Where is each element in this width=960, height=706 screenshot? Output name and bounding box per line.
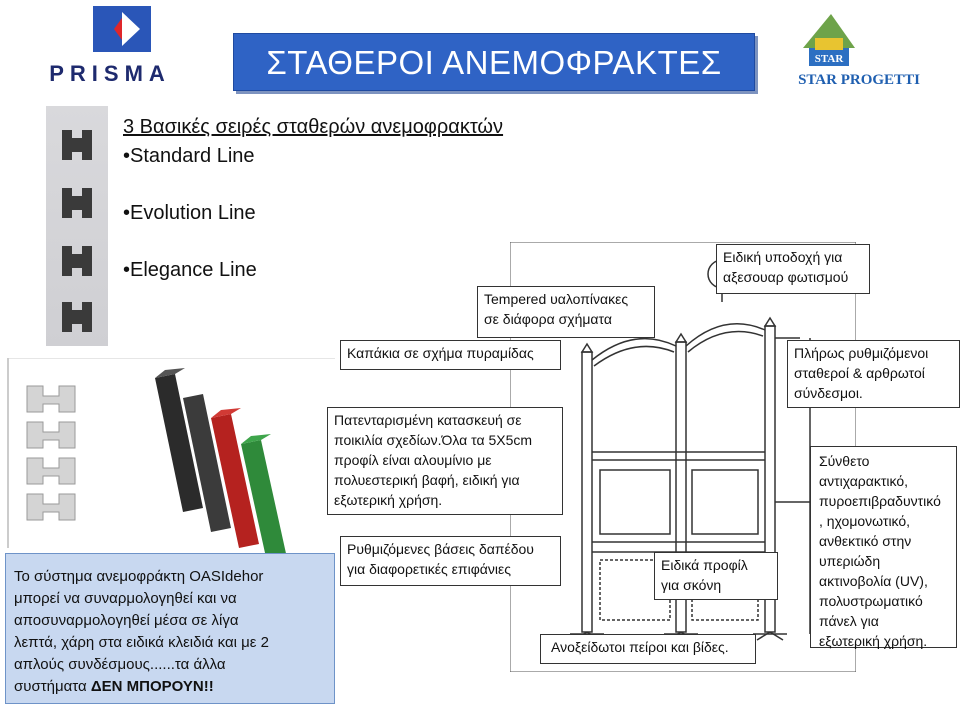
callout-adjustable-bases: Ρυθμιζόμενες βάσεις δαπέδου για διαφορετ… bbox=[340, 536, 561, 586]
profiles-illustration bbox=[5, 357, 338, 573]
info-line: συστήματα ΔΕΝ ΜΠΟΡΟΥΝ!! bbox=[14, 676, 328, 698]
callout-dust-line2: για σκόνη bbox=[661, 577, 722, 593]
composite-line: πάνελ για bbox=[819, 613, 879, 629]
series-item-evolution: •Evolution Line bbox=[123, 202, 256, 224]
page-title: ΣΤΑΘΕΡΟΙ ΑΝΕΜΟΦΡΑΚΤΕΣ bbox=[266, 44, 722, 81]
profile-strip-image bbox=[46, 106, 108, 346]
composite-line: , ηχομονωτικό, bbox=[819, 513, 911, 529]
info-line: Το σύστημα ανεμοφράκτη OASIdehor bbox=[14, 568, 264, 585]
star-progetti-text: STAR PROGETTI bbox=[798, 72, 920, 88]
callout-glass-line1: Tempered υαλοπίνακες bbox=[484, 291, 629, 307]
star-logo-mark: STAR bbox=[815, 53, 845, 65]
callout-patent-line1: Πατενταρισμένη κατασκευή σε bbox=[334, 412, 522, 428]
info-line6-emphasis: ΔΕΝ ΜΠΟΡΟΥΝ!! bbox=[90, 678, 214, 695]
callout-patent-line2: ποικιλία σχεδίων.Όλα τα 5Χ5cm bbox=[334, 432, 533, 448]
info-box: Το σύστημα ανεμοφράκτη OASIdehor μπορεί … bbox=[5, 553, 335, 704]
callout-glass-line2: σε διάφορα σχήματα bbox=[484, 311, 612, 327]
composite-line: ανθεκτικό στην bbox=[819, 533, 912, 549]
info-line: μπορεί να συναρμολογηθεί και να bbox=[14, 590, 237, 607]
composite-line: εξωτερική χρήση. bbox=[819, 633, 928, 649]
callout-adjust-line3: σύνδεσμοι. bbox=[794, 385, 863, 401]
callout-lamp-line2: αξεσουαρ φωτισμού bbox=[723, 269, 849, 285]
callout-stainless-pins: Ανοξείδωτοι πείροι και βίδες. bbox=[540, 634, 756, 664]
info-line: λεπτά, χάρη στα ειδικά κλειδιά και με 2 bbox=[14, 634, 269, 651]
composite-line: Σύνθετο bbox=[819, 453, 870, 469]
callout-patented-construction: Πατενταρισμένη κατασκευή σε ποικιλία σχε… bbox=[327, 407, 563, 515]
callout-bases-line1: Ρυθμιζόμενες βάσεις δαπέδου bbox=[347, 541, 534, 557]
callout-pyramid-caps: Καπάκια σε σχήμα πυραμίδας bbox=[340, 340, 561, 370]
callout-dust-line1: Ειδικά προφίλ bbox=[661, 557, 748, 573]
composite-line: υπεριώδη bbox=[819, 553, 881, 569]
callout-patent-line5: εξωτερική χρήση. bbox=[334, 492, 443, 508]
callout-tempered-glass: Tempered υαλοπίνακες σε διάφορα σχήματα bbox=[477, 286, 655, 338]
callout-bases-line2: για διαφορετικές επιφάνιες bbox=[347, 561, 511, 577]
series-item-elegance: •Elegance Line bbox=[123, 259, 257, 281]
callout-adjustable-joints: Πλήρως ρυθμιζόμενοι σταθεροί & αρθρωτοί … bbox=[787, 340, 960, 408]
callout-patent-line3: προφίλ είναι αλουμίνιο με bbox=[334, 452, 492, 468]
composite-line: ακτινοβολία (UV), bbox=[819, 573, 928, 589]
title-banner: ΣΤΑΘΕΡΟΙ ΑΝΕΜΟΦΡΑΚΤΕΣ bbox=[233, 33, 755, 91]
composite-line: πυροεπιβραδυντικό bbox=[819, 493, 941, 509]
callout-patent-line4: πολυεστερική βαφή, ειδική για bbox=[334, 472, 520, 488]
callout-adjust-line2: σταθεροί & αρθρωτοί bbox=[794, 365, 925, 381]
composite-line: πολυστρωματικό bbox=[819, 593, 923, 609]
composite-line: αντιχαρακτικό, bbox=[819, 473, 909, 489]
callout-lighting-mount: Ειδική υποδοχή για αξεσουαρ φωτισμού bbox=[716, 244, 870, 294]
star-progetti-logo: STAR STAR PROGETTI bbox=[793, 8, 925, 90]
info-line6-prefix: συστήματα bbox=[14, 678, 91, 695]
info-line: απλούς συνδέσμους......τα άλλα bbox=[14, 656, 226, 673]
callout-adjust-line1: Πλήρως ρυθμιζόμενοι bbox=[794, 345, 929, 361]
series-item-standard: •Standard Line bbox=[123, 145, 255, 167]
callout-composite-panel: Σύνθετο αντιχαρακτικό, πυροεπιβραδυντικό… bbox=[810, 446, 957, 649]
callout-dust-profiles: Ειδικά προφίλ για σκόνη bbox=[654, 552, 778, 600]
series-heading: 3 Βασικές σειρές σταθερών ανεμοφρακτών bbox=[123, 116, 504, 138]
prisma-wordmark: PRISMA bbox=[49, 61, 171, 84]
callout-caps-text: Καπάκια σε σχήμα πυραμίδας bbox=[347, 345, 534, 361]
prisma-logo: PRISMA bbox=[18, 4, 203, 86]
callout-pins-text: Ανοξείδωτοι πείροι και βίδες. bbox=[551, 639, 729, 655]
info-line: αποσυναρμολογηθεί μέσα σε λίγα bbox=[14, 612, 239, 629]
callout-lamp-line1: Ειδική υποδοχή για bbox=[723, 249, 843, 265]
